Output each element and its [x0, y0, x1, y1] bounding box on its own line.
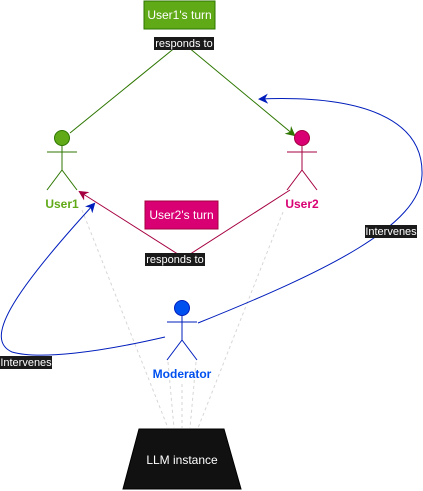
- moderator-head: [174, 300, 190, 316]
- user2-head: [294, 130, 310, 146]
- user1-responds-label: responds to: [154, 37, 214, 50]
- user1-left-leg: [46, 169, 63, 191]
- intervene-right-text: Intervenes: [365, 226, 417, 238]
- llm-instance-label: LLM instance: [146, 453, 218, 467]
- user1-right-leg: [61, 169, 78, 191]
- user1-turn-box-bg: [143, 0, 216, 30]
- moderator-label: Moderator: [153, 367, 212, 381]
- user1-actor[interactable]: User1: [45, 130, 79, 212]
- moderator-actor[interactable]: Moderator: [153, 300, 212, 382]
- moderator-intervention-edges: [0, 93, 423, 356]
- user2-label: User2: [285, 197, 319, 211]
- user1-head: [54, 130, 70, 146]
- user2-turn-edges: [78, 189, 291, 259]
- intervene-right-label: Intervenes: [365, 225, 417, 238]
- moderator-right-leg: [181, 339, 198, 361]
- llm-instance-shape: [122, 428, 242, 490]
- user2-responds-label: responds to: [145, 253, 205, 266]
- user1-turn-box[interactable]: User1's turn: [143, 0, 216, 30]
- hub-to-user1-edge: [78, 190, 185, 259]
- user1-responds-text: responds to: [155, 38, 212, 50]
- label-bg: [365, 225, 417, 238]
- user2-llm-link: [197, 211, 284, 429]
- intervene-left-text: Intervenes: [0, 357, 52, 369]
- llm-links: [81, 209, 284, 429]
- user1-llm-link: [81, 209, 169, 429]
- moderator-left-leg: [166, 339, 183, 361]
- user2-responds-text: responds to: [146, 254, 203, 266]
- moderator-llm-link-right: [189, 361, 197, 429]
- user2-turn-label: User2's turn: [149, 208, 213, 222]
- label-bg: [0, 356, 52, 369]
- label-bg: [154, 37, 214, 50]
- user1-turn-edges: [69, 41, 296, 137]
- user2-turn-box-bg: [144, 200, 219, 230]
- moderator-llm-link-left: [167, 361, 175, 429]
- hub-to-user2-edge: [181, 41, 296, 137]
- user2-turn-box[interactable]: User2's turn: [144, 200, 219, 230]
- user2-right-leg: [301, 169, 318, 191]
- user1-turn-label: User1's turn: [147, 8, 211, 22]
- user2-to-hub-edge: [183, 189, 291, 259]
- user2-left-leg: [286, 169, 303, 191]
- user2-actor[interactable]: User2: [285, 130, 319, 212]
- user1-to-hub-edge: [69, 41, 183, 134]
- intervene-left-edge: [0, 202, 166, 356]
- intervene-right-edge: [197, 93, 423, 324]
- user1-label: User1: [45, 197, 79, 211]
- intervene-left-label: Intervenes: [0, 356, 52, 369]
- label-bg: [145, 253, 205, 266]
- llm-instance-node[interactable]: LLM instance: [122, 428, 242, 490]
